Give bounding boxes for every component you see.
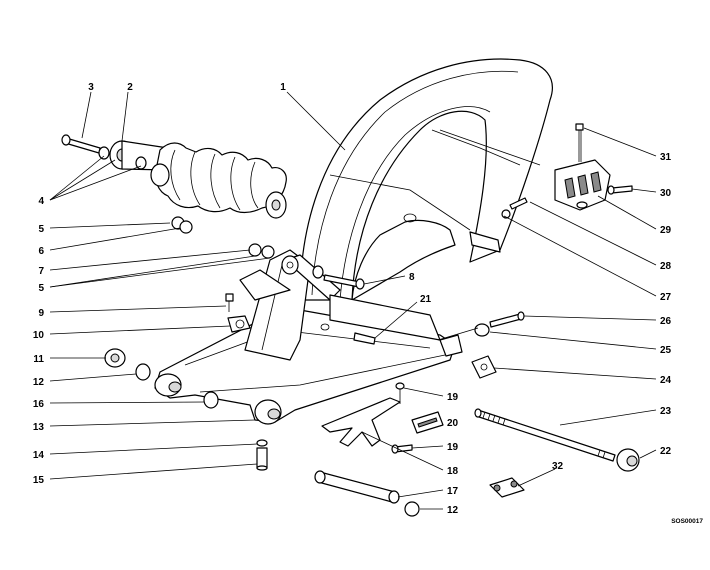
chain-link-32 (489, 477, 525, 498)
bush-11 (104, 348, 126, 368)
washers-7-5 (248, 243, 275, 259)
callout-14: 14 (33, 450, 45, 461)
bolt-26 (489, 311, 525, 328)
rear-mudguard (299, 58, 553, 301)
callout-18: 18 (447, 466, 459, 477)
bolt-9 (225, 293, 234, 312)
callout-8: 8 (409, 272, 415, 283)
nut-22 (616, 448, 640, 472)
callout-5-upper: 5 (38, 224, 44, 235)
plate-24 (471, 355, 497, 379)
callout-30: 30 (660, 188, 672, 199)
spacers-5-6 (171, 216, 193, 234)
callout-20: 20 (447, 418, 459, 429)
callout-28: 28 (660, 261, 672, 272)
callout-26: 26 (660, 316, 672, 327)
plate-20 (411, 411, 444, 434)
callout-1: 1 (280, 82, 286, 93)
shock-absorber (109, 140, 287, 219)
callout-4: 4 (38, 196, 44, 207)
leader-lines (49, 91, 657, 510)
bracket-18 (321, 397, 401, 447)
callout-10: 10 (33, 330, 45, 341)
washer-12-lower (404, 501, 420, 517)
callout-5-lower: 5 (38, 283, 44, 294)
callout-24: 24 (660, 375, 672, 386)
bush-25 (474, 323, 490, 337)
callout-31: 31 (660, 152, 672, 163)
screw-19-upper (395, 382, 405, 404)
washers-4 (98, 146, 147, 170)
callout-22: 22 (660, 446, 672, 457)
callout-17: 17 (447, 486, 459, 497)
callout-7: 7 (38, 266, 44, 277)
callout-11: 11 (33, 354, 44, 365)
drawing-code: SOS00017 (671, 518, 703, 525)
screw-19-lower (391, 444, 413, 454)
pin-21 (353, 332, 376, 345)
callout-16: 16 (33, 399, 45, 410)
callout-21: 21 (420, 294, 432, 305)
swingarm (154, 249, 463, 425)
screw-30 (607, 185, 633, 195)
callout-12-lower: 12 (447, 505, 459, 516)
shock-upper-bolt (61, 134, 101, 154)
washer-16 (203, 391, 219, 409)
chain-guard (554, 159, 611, 211)
washer-12-left (135, 363, 151, 381)
callout-6: 6 (38, 246, 44, 257)
callout-19-upper: 19 (447, 392, 459, 403)
bolt-8 (312, 265, 365, 290)
callout-19-lower: 19 (447, 442, 459, 453)
callout-29: 29 (660, 225, 672, 236)
pin-17 (314, 470, 400, 504)
bolt-15 (256, 447, 268, 471)
callout-25: 25 (660, 345, 672, 356)
screw-31 (575, 123, 584, 162)
callout-9: 9 (38, 308, 44, 319)
washer-14 (256, 439, 268, 447)
callout-3: 3 (88, 82, 94, 93)
callout-12-left: 12 (33, 377, 45, 388)
callout-2: 2 (127, 82, 133, 93)
callout-15: 15 (33, 475, 45, 486)
clamp-10 (227, 315, 251, 333)
callout-13: 13 (33, 422, 45, 433)
axle-23 (474, 408, 616, 462)
callout-27: 27 (660, 292, 672, 303)
callout-labels: 1 2 3 4 5 6 7 5 9 10 11 12 16 13 14 15 8… (33, 82, 672, 516)
callout-23: 23 (660, 406, 672, 417)
callout-32: 32 (552, 461, 564, 472)
